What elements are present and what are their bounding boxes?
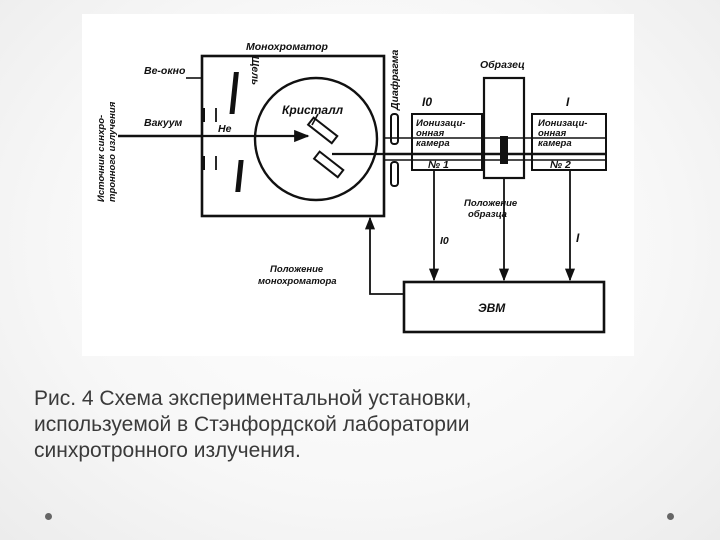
diaphragm-bottom [390, 161, 399, 187]
chamber2-label: Ионизаци- онная камера [538, 118, 587, 149]
diaphragm-top [390, 113, 399, 145]
computer-box [402, 280, 606, 334]
svg-text:камера: камера [416, 138, 450, 149]
monochromator-label: Монохроматор [246, 41, 329, 53]
he-label: Не [218, 123, 232, 135]
i-bottom-label: I [576, 231, 580, 245]
computer-label: ЭВМ [478, 301, 506, 315]
i-top-label: I [566, 95, 570, 109]
figure-caption: Рис. 4 Схема экспериментальной установки… [34, 386, 654, 464]
svg-text:тронного излучения: тронного излучения [107, 101, 118, 202]
svg-text:Источник синхро-: Источник синхро- [96, 115, 107, 202]
caption-line: Рис. 4 Схема экспериментальной установки… [34, 387, 472, 410]
ion-chamber-2 [531, 113, 607, 171]
caption-line: синхротронного излучения. [34, 439, 301, 462]
mono-position-label: Положение монохроматора [258, 264, 337, 287]
chamber2-number: № 2 [550, 159, 571, 171]
svg-text:монохроматора: монохроматора [258, 276, 337, 287]
svg-text:Ионизаци-: Ионизаци- [538, 118, 587, 129]
sample-piece [500, 136, 508, 164]
slit-blade-bottom [235, 160, 244, 192]
svg-text:Положение: Положение [464, 198, 518, 209]
bullet-dot-left [45, 513, 52, 520]
slit-label: Щель [249, 56, 261, 85]
diaphragm-label: Диафрагма [389, 50, 401, 111]
i0-top-label: I0 [422, 95, 432, 109]
i0-bottom-label: I0 [440, 235, 449, 247]
caption-line: используемой в Стэнфордской лаборатории [34, 413, 470, 436]
svg-text:камера: камера [538, 138, 572, 149]
wire-mono-pos [364, 216, 404, 295]
sample-position-label: Положение образца [464, 198, 518, 220]
slit-blade-top [229, 72, 239, 114]
svg-text:онная: онная [538, 128, 567, 139]
svg-text:Ионизаци-: Ионизаци- [416, 118, 465, 129]
chamber1-number: № 1 [428, 159, 449, 171]
sample-label: Образец [480, 59, 525, 71]
source-label: Источник синхро- тронного излучения [96, 101, 118, 202]
vacuum-label: Вакуум [144, 117, 183, 129]
svg-text:Положение: Положение [270, 264, 324, 275]
chamber1-label: Ионизаци- онная камера [416, 118, 465, 149]
diagram-figure: Источник синхро- тронного излучения Be-о… [82, 14, 634, 356]
crystal-circle [253, 76, 379, 202]
crystal-label: Кристалл [282, 103, 344, 117]
be-window-label: Be-окно [144, 65, 186, 77]
crystal-pointer [311, 113, 319, 126]
ion-chamber-1 [411, 113, 483, 171]
crystal-1 [306, 116, 339, 145]
svg-text:образца: образца [468, 209, 507, 220]
bullet-dot-right [667, 513, 674, 520]
crystal-2 [312, 150, 345, 179]
setup-schematic: Источник синхро- тронного излучения Be-о… [96, 41, 607, 334]
svg-text:онная: онная [416, 128, 445, 139]
